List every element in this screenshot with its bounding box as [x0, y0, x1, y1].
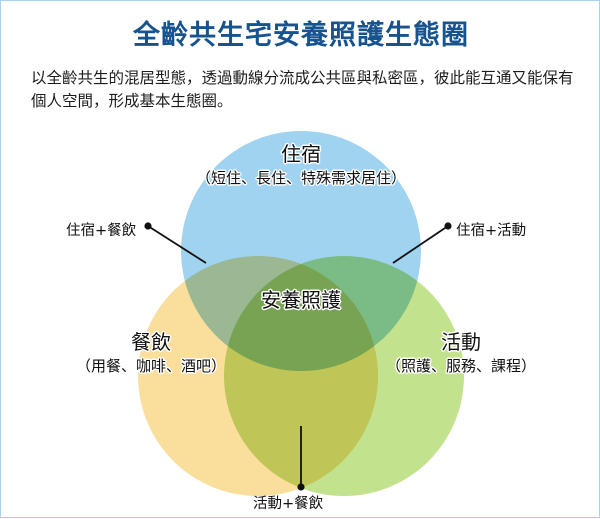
venn-label-accommodation-main: 住宿 — [281, 142, 321, 166]
venn-label-accommodation: 住宿 （短住、長住、特殊需求居住） — [171, 141, 431, 188]
venn-circle-activity — [224, 256, 464, 496]
venn-label-accommodation-sub: （短住、長住、特殊需求居住） — [195, 169, 406, 187]
venn-label-dining-sub: （用餐、咖啡、酒吧） — [75, 357, 226, 375]
callout-label-accommodation-dining: 住宿+餐飲 — [66, 223, 137, 239]
venn-label-center-intersection: 安養照護 — [221, 287, 381, 314]
callout-label-accommodation-activity: 住宿+活動 — [456, 223, 527, 239]
page-subtitle: 以全齡共生的混居型態，透過動線分流成公共區與私密區，彼此能互通又能保有個人空間，… — [31, 69, 574, 111]
venn-label-dining: 餐飲 （用餐、咖啡、酒吧） — [46, 329, 256, 376]
venn-label-center-main: 安養照護 — [261, 288, 341, 312]
venn-label-activity-sub: （照護、服務、課程） — [385, 357, 536, 375]
venn-label-activity: 活動 （照護、服務、課程） — [351, 329, 571, 376]
venn-label-dining-main: 餐飲 — [131, 330, 171, 354]
callout-label-activity-dining: 活動+餐飲 — [253, 496, 324, 512]
venn-diagram: 住宿 （短住、長住、特殊需求居住） 餐飲 （用餐、咖啡、酒吧） 活動 （照護、服… — [1, 119, 600, 519]
venn-label-activity-main: 活動 — [441, 330, 481, 354]
page-title: 全齡共生宅安養照護生態圈 — [133, 20, 469, 51]
